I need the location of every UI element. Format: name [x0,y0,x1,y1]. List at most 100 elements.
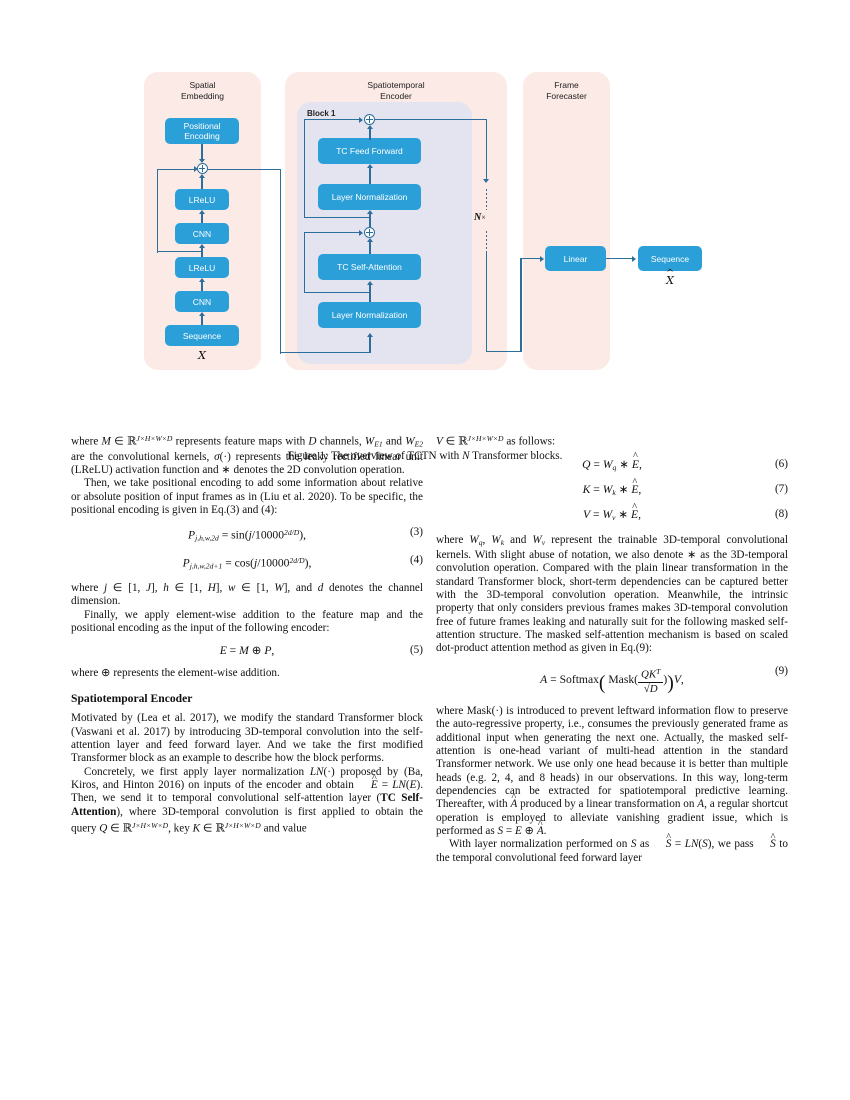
text-oplus-desc: represents the element-wise addition. [110,666,280,679]
figure-caption-var: N [462,450,470,462]
panel-frame-forecaster: Frame Forecaster [523,72,610,370]
box-cnn-2[interactable]: CNN [175,223,229,244]
box-tc-self-attention[interactable]: TC Self-Attention [318,254,421,280]
equation-9: A = Softmax( Mask(QKT√D))V, (9) [540,664,788,695]
recurrence-dots-upper [485,188,488,210]
box-lrelu-1[interactable]: LReLU [175,257,229,278]
text-tc-self-attention-bold: TC Self-Attention [71,792,423,818]
equation-4: Pj,h,w,2d+1 = cos(j/100002d/D), (4) [182,554,423,571]
equation-7: K = Wk ∗ E, (7) [436,475,788,499]
equation-3-number: (3) [409,526,423,539]
equation-4-number: (4) [409,554,423,567]
forecaster-entry-up [520,258,522,352]
paragraph-elementwise-addition: Finally, we apply element-wise addition … [71,608,423,634]
recurrence-down-lower [485,252,488,352]
text-lrelu: represents the leaky rectified linear un… [71,450,423,477]
equation-7-number: (7) [774,483,788,496]
arrowhead-sequence-output [632,255,636,262]
edge-linear-to-sequence [606,257,633,260]
figure-caption: Figure 1: The overview of TCTN with N Tr… [140,450,710,462]
box-sequence-input[interactable]: Sequence [165,325,239,346]
text-conv2d: denotes the 2D convolution operation. [230,464,405,477]
equation-8: V = Wv ∗ E, (8) [436,501,788,524]
skip-spatial-left [157,168,159,253]
add-icon-encoder-mid [364,227,375,238]
edge-sequence-to-cnn1 [201,314,203,325]
text-feature-maps: represents feature maps with [172,435,309,448]
box-sequence-output[interactable]: Sequence [638,246,702,271]
body-right-column: V ∈ ℝJ×H×W×D as follows: Q = Wq ∗ E, (6)… [436,432,788,865]
text-as-follows: as follows: [503,435,556,448]
box-positional-encoding[interactable]: Positional Encoding [165,118,239,144]
equation-5-number: (5) [409,644,423,657]
skip-attn-bottom [304,292,370,294]
box-lrelu-2[interactable]: LReLU [175,189,229,210]
panel-spatial-embedding-title: Spatial Embedding [180,80,224,101]
box-layer-norm-2[interactable]: Layer Normalization [318,184,421,210]
recurrence-down-upper [485,119,488,181]
arrowhead-ff [366,164,373,168]
arrowhead-forecaster-entry [540,255,544,262]
skip-ff-left [304,119,306,218]
edge-spatial-to-encoder-bottom [279,352,371,354]
paragraph-index-ranges: where j ∈ [1, J], h ∈ [1, H], w ∈ [1, W]… [71,581,423,608]
add-icon-spatial [196,163,208,174]
repeat-times-symbol: × [481,213,486,222]
skip-spatial-top [157,168,196,170]
body-left-column: where M ∈ ℝJ×H×W×D represents feature ma… [71,432,423,836]
skip-attn-top [304,232,361,234]
arrowhead-addmid [366,238,373,242]
equation-5: E = M ⊕ P, (5) [219,644,423,658]
equation-6: Q = Wq ∗ E, (6) [436,450,788,474]
paragraph-motivated-by: Motivated by (Lea et al. 2017), we modif… [71,712,423,765]
paragraph-positional-encoding: Then, we take positional encoding to add… [71,477,423,517]
output-tensor-letter: X [666,274,674,287]
text-kernels: are the convolutional kernels, [71,450,215,463]
edge-ff-to-addtop [369,127,371,140]
skip-ff-top [304,119,361,121]
section-heading-spatiotemporal-encoder: Spatiotemporal Encoder [71,691,193,705]
skip-ff-bottom [304,217,370,219]
repeat-count-label: N× [474,212,486,223]
paragraph-layer-norm-S: With layer normalization performed on S … [436,831,788,865]
panel-spatiotemporal-encoder-title: Spatiotemporal Encoder [367,80,425,101]
arrowhead-skip-spatial [194,166,198,172]
edge-lrelu2-to-add [201,176,203,189]
box-cnn-1[interactable]: CNN [175,291,229,312]
edge-ln1-to-attn [369,283,371,302]
paragraph-trainable-kernels: where Wq, Wk and Wv represent the traina… [436,533,788,655]
arrowhead-addtop [366,125,373,129]
paragraph-where-M: where M ∈ ℝJ×H×W×D represents feature ma… [71,434,424,477]
edge-addmid-to-ln2 [369,212,371,228]
edge-lrelu1-to-cnn2 [201,246,203,257]
text-channel-dim: denotes the channel dimension. [71,581,423,608]
equation-6-number: (6) [774,457,788,470]
box-tc-feed-forward[interactable]: TC Feed Forward [318,138,421,164]
input-tensor-symbol: X [198,349,206,362]
figure-caption-prefix: Figure 1: The overview of TCTN with [287,450,463,462]
encoder-block-1-label: Block 1 [307,109,336,118]
text-channels: channels, [316,435,365,448]
box-linear[interactable]: Linear [545,246,606,271]
box-layer-norm-1[interactable]: Layer Normalization [318,302,421,328]
text-where-j: where [71,581,105,594]
arrowhead-skip-ff [359,116,363,123]
arrowhead-attn [366,281,373,285]
figure-caption-suffix: Transformer blocks. [469,450,563,462]
repeat-count-value: N [474,212,482,223]
arrowhead-cnn2 [198,244,205,248]
paragraph-concretely: Concretely, we first apply layer normali… [71,766,423,836]
paragraph-mask-explanation: where Mask(·) is introduced to prevent l… [436,705,788,838]
skip-attn-left [304,232,306,293]
arrowhead-skip-attn [359,229,363,236]
edge-cnn1-to-lrelu1 [201,280,203,291]
edge-encoder-entry-up [369,335,371,353]
arrowhead-lrelu1 [198,278,205,282]
edge-spatial-to-encoder-down [279,168,281,354]
skip-spatial-bottom [157,251,202,253]
equation-3: Pj,h,w,2d = sin(j/100002d/D), (3) [188,526,423,543]
edge-cnn2-to-lrelu2 [201,212,203,223]
arrowhead-ln2 [366,210,373,214]
text-masked-attention-intro: as the 3D-temporal convolution operation… [436,549,788,655]
